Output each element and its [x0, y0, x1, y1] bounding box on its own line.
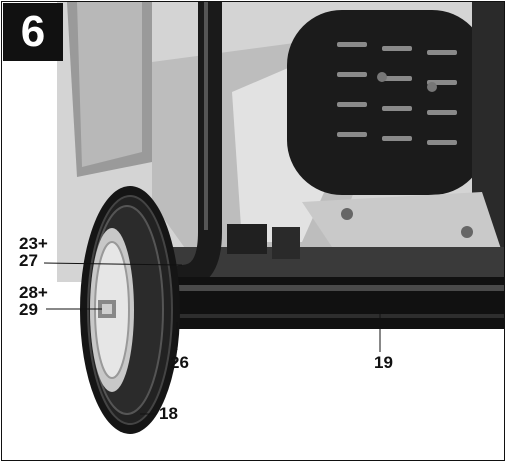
callout-29: 29 — [19, 300, 38, 319]
callout-18: 18 — [159, 404, 178, 423]
generator-wheel-photo — [43, 2, 504, 434]
callout-26: 26 — [170, 353, 189, 372]
callout-27: 27 — [19, 251, 38, 270]
callout-28: 28+ — [19, 283, 48, 302]
callout-19: 19 — [374, 353, 393, 372]
callout-23: 23+ — [19, 234, 48, 253]
step-number-badge: 6 — [3, 3, 63, 61]
